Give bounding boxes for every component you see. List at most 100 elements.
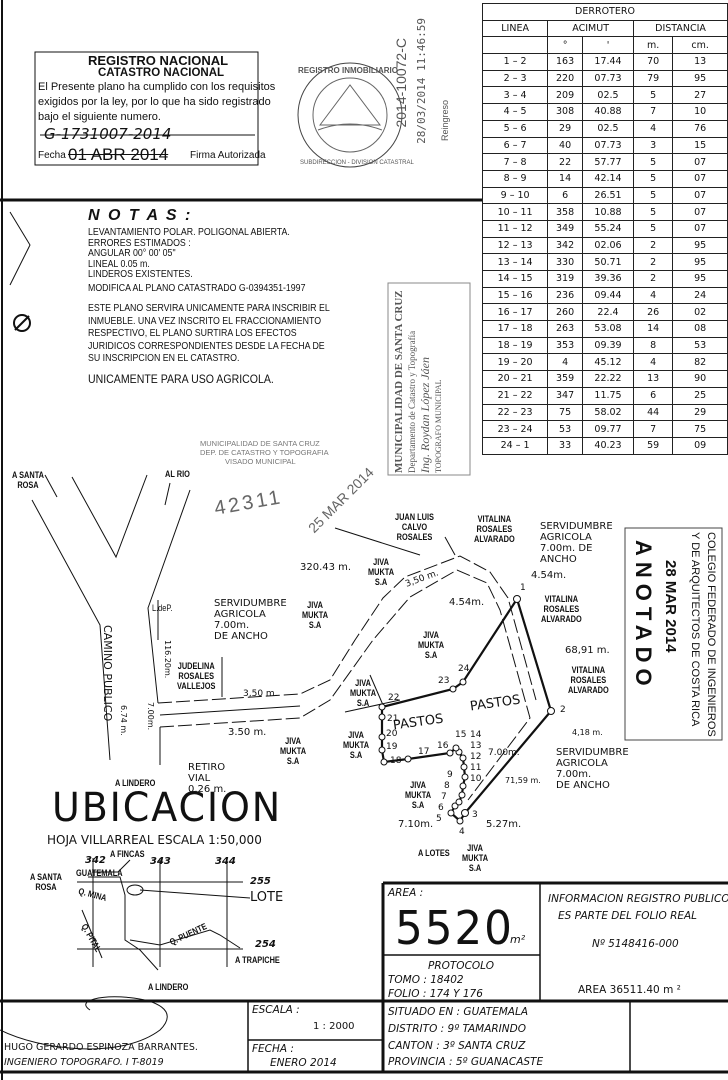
nota-line: LINDEROS EXISTENTES.: [88, 269, 193, 280]
acimut-deg-cell: 14: [547, 169, 583, 188]
survey-point-label: 8: [444, 781, 450, 791]
survey-points: [378, 595, 555, 825]
acimut-deg-cell: 330: [547, 253, 583, 271]
muni-stamp: MUNICIPALIDAD DE SANTA CRUZ Departamento…: [392, 285, 444, 473]
survey-point-label: 4: [459, 827, 465, 837]
dist-m-cell: 70: [633, 53, 674, 71]
survey-point-label: 3: [472, 810, 478, 820]
dist-cm-cell: 08: [672, 320, 728, 338]
para-line: SU INSCRIPCION EN EL CATASTRO.: [88, 353, 240, 364]
dist-m-cell: 5: [633, 153, 674, 171]
dist-cm-cell: 95: [672, 270, 728, 288]
survey-point-label: 7: [441, 792, 447, 802]
dist-cm-cell: 15: [672, 136, 728, 155]
survey-point-label: 16: [437, 741, 449, 751]
dim-454-b: 4.54m.: [449, 597, 485, 608]
coord-343: 343: [150, 856, 171, 867]
dim-710: 7.10m.: [398, 819, 434, 830]
linea-cell: 17 – 18: [481, 320, 549, 338]
acimut-min-cell: 22.4: [581, 303, 635, 322]
acimut-min-cell: 40.88: [581, 103, 635, 121]
escala-label: ESCALA :: [252, 1004, 300, 1016]
dist-cm-cell: 76: [672, 119, 728, 138]
registro-body-2: exigidos por la ley, por lo que ha sido …: [38, 96, 271, 108]
col-acimut: ACIMUT: [547, 19, 635, 38]
coord-254: 254: [255, 939, 276, 950]
survey-point-label: 21: [387, 714, 399, 724]
label-ubic-a-lindero: A LINDERO: [148, 982, 189, 992]
dist-m-cell: 5: [633, 186, 674, 205]
linea-cell: 18 – 19: [481, 336, 549, 355]
linea-cell: 6 – 7: [481, 136, 549, 155]
acimut-min-cell: 53.08: [581, 320, 635, 338]
registro-frame: [34, 51, 259, 166]
survey-point-label: 22: [388, 693, 400, 703]
seal-top: REGISTRO INMOBILIARIO: [298, 66, 398, 75]
dist-m-cell: 4: [633, 353, 674, 372]
anotado-l2: Y DE ARQUITECTOS DE COSTA RICA: [689, 532, 701, 727]
acimut-min-cell: 50.71: [581, 253, 635, 271]
survey-point-label: 11: [470, 763, 482, 773]
dist-cm-cell: 95: [672, 236, 728, 255]
escala-value: 1 : 2000: [313, 1021, 355, 1032]
acimut-deg-cell: 263: [547, 320, 583, 338]
folio: FOLIO : 174 Y 176: [388, 988, 483, 1000]
col-linea: LINEA: [481, 19, 549, 38]
acimut-min-cell: 07.73: [581, 69, 635, 88]
registro-fecha: 01 ABR 2014: [68, 145, 169, 164]
acimut-min-cell: 40.23: [581, 436, 635, 455]
linea-cell: 3 – 4: [481, 86, 549, 105]
title-block-lines: [0, 881, 728, 1074]
col-distancia: DISTANCIA: [633, 19, 728, 38]
dim-350-b: 3.50 m.: [228, 727, 267, 738]
acimut-deg-cell: 33: [547, 436, 583, 455]
registro-body-3: bajo el siguiente numero.: [38, 111, 161, 123]
unit-m: m.: [633, 36, 674, 55]
acimut-deg-cell: 347: [547, 386, 583, 405]
dist-cm-cell: 07: [672, 186, 728, 205]
dist-m-cell: 79: [633, 69, 674, 88]
coord-344: 344: [215, 856, 236, 867]
acimut-deg-cell: 260: [547, 303, 583, 322]
survey-point-label: 2: [560, 705, 566, 715]
acimut-min-cell: 02.5: [581, 86, 635, 105]
acimut-deg-cell: 53: [547, 420, 583, 438]
ubicacion-hoja: HOJA VILLARREAL ESCALA 1:50,000: [47, 833, 262, 847]
survey-point-label: 20: [386, 729, 398, 739]
dim-6891: 68,91 m.: [565, 645, 610, 656]
dist-cm-cell: 09: [672, 436, 728, 455]
acimut-min-cell: 09.44: [581, 286, 635, 305]
dist-cm-cell: 90: [672, 370, 728, 388]
dist-m-cell: 2: [633, 270, 674, 288]
acimut-deg-cell: 358: [547, 203, 583, 221]
para-line: INMUEBLE. UNA VEZ INSCRITO EL FRACCIONAM…: [88, 315, 322, 327]
visado-l3: VISADO MUNICIPAL: [225, 457, 296, 466]
info-registro-1: INFORMACION REGISTRO PUBLICO: [548, 893, 728, 905]
acimut-deg-cell: 308: [547, 103, 583, 121]
notas-paragraph: ESTE PLANO SERVIRA UNICAMENTE PARA INSCR…: [88, 303, 330, 366]
seal-vertical-1: 2014-10072-C: [393, 38, 409, 128]
label-ldep: L.deP.: [152, 603, 173, 613]
linea-cell: 13 – 14: [481, 253, 549, 271]
camino-publico-lines: [31, 474, 191, 765]
acimut-min-cell: 10.88: [581, 203, 635, 221]
ingeniero-name: HUGO GERARDO ESPINOZA BARRANTES.: [4, 1042, 198, 1053]
survey-point-label: 24: [458, 664, 470, 674]
acimut-min-cell: 42.14: [581, 169, 635, 188]
linea-cell: 7 – 8: [481, 153, 549, 171]
dist-cm-cell: 75: [672, 420, 728, 438]
dist-m-cell: 5: [633, 219, 674, 238]
acimut-deg-cell: 75: [547, 403, 583, 422]
survey-point-label: 13: [470, 741, 482, 751]
seal-vertical-3: Reingreso: [440, 100, 450, 142]
